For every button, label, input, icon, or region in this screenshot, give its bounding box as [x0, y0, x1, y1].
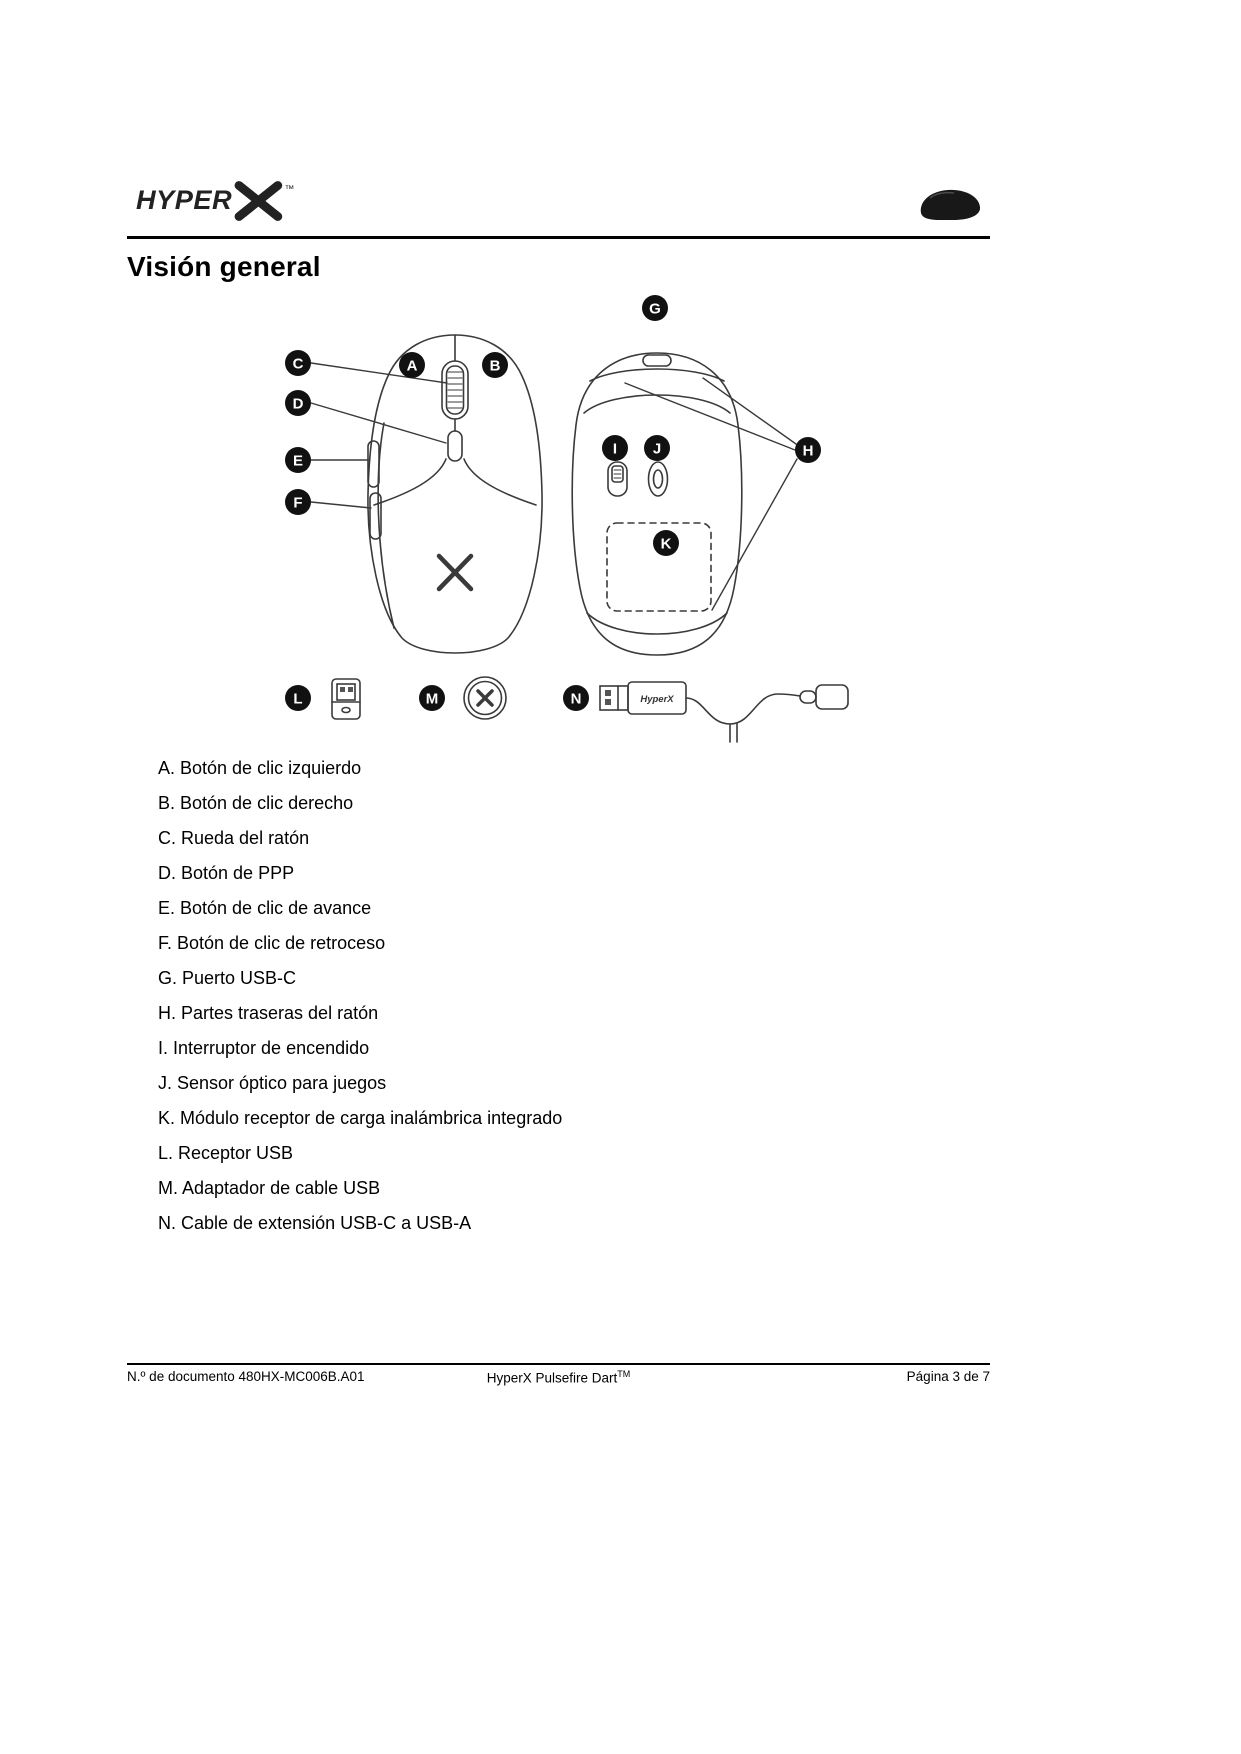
callout-badges: A B C D E F G H I J K L M N	[285, 295, 821, 711]
callout-line-f	[310, 501, 372, 509]
brand-text: HYPER	[136, 184, 232, 215]
hyperx-logo: HYPER ™	[136, 176, 306, 226]
callout-line-h3	[711, 458, 798, 611]
part-item-n: N. Cable de extensión USB-C a USB-A	[158, 1213, 472, 1233]
usb-receiver-drawing	[331, 678, 361, 720]
svg-text:E: E	[293, 453, 303, 470]
callout-b: B	[482, 352, 508, 378]
usb-c-plug-body	[815, 684, 849, 710]
mouse-diagram-svg: HyperX A B C D E F G H I J	[285, 295, 849, 743]
footer-divider	[127, 1363, 990, 1365]
svg-text:N: N	[571, 691, 582, 708]
callout-j: J	[644, 435, 670, 461]
svg-text:C: C	[293, 356, 304, 373]
callout-c: C	[285, 350, 311, 376]
right-button-seam	[463, 458, 537, 506]
part-item-d: D. Botón de PPP	[158, 863, 295, 883]
part-item-k: K. Módulo receptor de carga inalámbrica …	[158, 1108, 563, 1128]
callout-line-h1	[702, 377, 797, 445]
power-switch-drawing	[607, 461, 628, 497]
part-item-l: L. Receptor USB	[158, 1143, 294, 1163]
page-footer: N.º de documento 480HX-MC006B.A01 HyperX…	[127, 1369, 990, 1386]
brand-x-icon	[234, 181, 283, 221]
usb-c-port-drawing	[642, 354, 672, 367]
svg-text:G: G	[649, 301, 661, 318]
svg-text:I: I	[613, 441, 617, 458]
wireless-charging-module-outline	[606, 522, 712, 612]
mouse-bottom-view-drawing	[571, 352, 743, 656]
scroll-wheel-drawing	[445, 365, 465, 415]
cable-cord	[685, 693, 801, 725]
callout-f: F	[285, 489, 311, 515]
brand-trademark: ™	[285, 184, 295, 195]
svg-text:K: K	[661, 536, 672, 553]
part-item-m: M. Adaptador de cable USB	[158, 1178, 381, 1198]
usb-c-plug-tip	[799, 690, 817, 704]
callout-e: E	[285, 447, 311, 473]
header-divider	[127, 236, 990, 239]
callout-line-d	[310, 402, 447, 444]
callout-n: N	[563, 685, 589, 711]
thumb-grip-line	[377, 422, 395, 629]
hyperx-body-logo-icon	[436, 553, 474, 592]
part-item-i: I. Interruptor de encendido	[158, 1038, 370, 1058]
product-name: HyperX Pulsefire DartTM	[127, 1369, 990, 1386]
part-item-f: F. Botón de clic de retroceso	[158, 933, 386, 953]
parts-list: A. Botón de clic izquierdo B. Botón de c…	[158, 751, 562, 1241]
svg-text:H: H	[803, 443, 814, 460]
product-name-text: HyperX Pulsefire Dart	[486, 1370, 618, 1386]
callout-k: K	[653, 530, 679, 556]
rear-skate-line	[586, 612, 728, 635]
callout-h: H	[795, 437, 821, 463]
part-item-b: B. Botón de clic derecho	[158, 793, 354, 813]
page-title: Visión general	[127, 251, 321, 282]
part-item-c: C. Rueda del ratón	[158, 828, 310, 848]
callout-line-h2	[624, 382, 796, 451]
svg-text:D: D	[293, 396, 304, 413]
svg-text:M: M	[426, 691, 439, 708]
usb-cable-adapter-drawing	[463, 676, 507, 720]
callout-m: M	[419, 685, 445, 711]
callout-i: I	[602, 435, 628, 461]
mouse-body-outline	[367, 334, 543, 654]
callout-d: D	[285, 390, 311, 416]
part-item-g: G. Puerto USB-C	[158, 968, 297, 988]
svg-text:J: J	[653, 441, 661, 458]
hyperx-wordmark-icon: HYPER ™	[136, 181, 295, 221]
left-button-seam	[373, 458, 447, 506]
dpi-button-drawing	[447, 430, 463, 462]
page-number: Página 3 de 7	[906, 1369, 990, 1384]
svg-text:L: L	[293, 691, 302, 708]
mouse-top-view-drawing	[367, 334, 543, 654]
accessories-row: HyperX	[331, 676, 849, 743]
callout-a: A	[399, 352, 425, 378]
cable-brand-label: HyperX	[640, 694, 674, 705]
scroll-wheel-texture	[447, 371, 463, 409]
svg-text:B: B	[490, 358, 501, 375]
document-number: N.º de documento 480HX-MC006B.A01	[127, 1369, 365, 1384]
extension-cable-drawing: HyperX	[599, 681, 849, 743]
back-side-button-drawing	[369, 492, 382, 540]
forward-side-button-drawing	[367, 440, 380, 488]
overview-diagram: HyperX A B C D E F G H I J	[280, 295, 860, 745]
callout-l: L	[285, 685, 311, 711]
product-thumbnail-icon	[916, 186, 986, 226]
optical-sensor-drawing	[647, 461, 669, 497]
callout-g: G	[642, 295, 668, 321]
callout-line-c	[310, 362, 448, 384]
svg-text:F: F	[293, 495, 302, 512]
product-trademark: TM	[617, 1369, 631, 1379]
part-item-h: H. Partes traseras del ratón	[158, 1003, 379, 1023]
svg-text:A: A	[407, 358, 418, 375]
part-item-a: A. Botón de clic izquierdo	[158, 758, 362, 778]
mouse-bottom-outline	[571, 352, 743, 656]
callout-lines	[310, 362, 798, 611]
part-item-j: J. Sensor óptico para juegos	[158, 1073, 387, 1093]
part-item-e: E. Botón de clic de avance	[158, 898, 372, 918]
top-rim-line	[589, 368, 725, 382]
